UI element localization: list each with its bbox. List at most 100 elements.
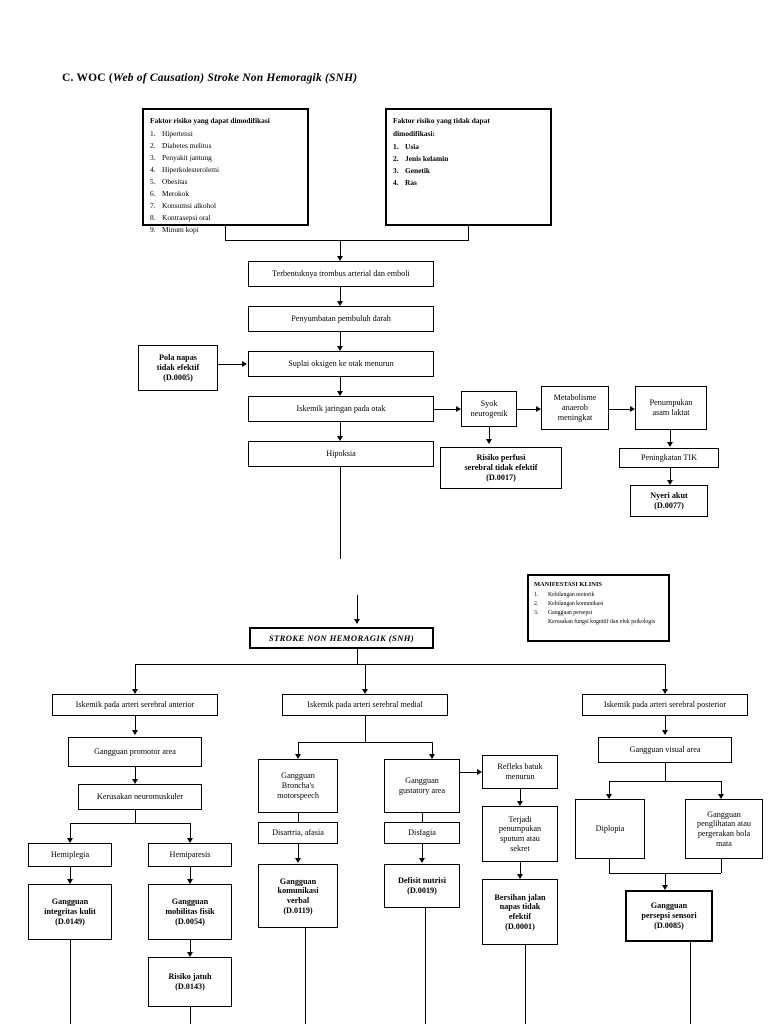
list-item: 2.Jenis kelamin (393, 153, 449, 163)
risk-item-label: Penyakit jantung (162, 152, 212, 162)
connector-line (357, 649, 358, 664)
arrow-head (295, 858, 301, 863)
list-item: 1.Hipertensi (150, 128, 193, 138)
pola-napas-line2: tidak efektif (156, 363, 200, 373)
box-bersihan-jalan-napas: Bersihan jalan napas tidak efektif (D.00… (482, 879, 558, 945)
connector-line (422, 844, 423, 860)
connector-line (670, 430, 671, 444)
box-iskemik-jaringan: Iskemik jaringan pada otak (248, 396, 434, 422)
list-item: 1.Kehilangan motorik (534, 591, 595, 598)
manifestasi-item-label: Kehilangan komunikasi (548, 600, 604, 607)
box-gangguan-penglihatan: Gangguan penglihatan atau pergerakan bol… (685, 799, 763, 859)
risiko-jatuh-line1: Risiko jatuh (168, 972, 212, 982)
box-suplai-oksigen: Suplai oksigen ke otak menurun (248, 351, 434, 377)
list-item: 7.Konsumsi alkohol (150, 200, 216, 210)
manifestasi-item-label: Kehilangan motorik (548, 591, 595, 598)
arrow-head (630, 406, 635, 412)
box-peningkatan-tik: Peningkatan TIK (619, 448, 719, 468)
box-gangguan-komunikasi-verbal: Gangguan komunikasi verbal (D.0119) (258, 864, 338, 928)
connector-line (70, 823, 71, 840)
arrow-head (662, 885, 668, 890)
arrow-head (187, 838, 193, 843)
box-disartria-afasia: Disartria, afasia (258, 822, 338, 844)
connector-line (609, 859, 610, 873)
manifestasi-header: MANIFESTASI KLINIS (534, 581, 602, 588)
box-iskemik-anterior: Iskemik pada arteri serebral anterior (52, 694, 218, 716)
risk-nonmodifiable-header-line1: Faktor risiko yang tidak dapat (393, 116, 490, 125)
box-hipoksia: Hipoksia (248, 441, 434, 467)
arrow-head (419, 858, 425, 863)
box-risk-modifiable: Faktor risiko yang dapat dimodifikasi 1.… (142, 108, 309, 234)
persepsi-sensori-line2: persepsi sensori (641, 911, 697, 921)
manifestasi-item-label: Gangguan persepsi (548, 609, 593, 616)
sputum-line2: penumpukan (498, 824, 542, 834)
connector-line (340, 240, 341, 258)
box-iskemik-medial: Iskemik pada arteri serebral medial (282, 694, 448, 716)
connector-line (190, 940, 191, 954)
nyeri-akut-line2: (D.0077) (654, 501, 684, 510)
arrow-head (606, 794, 612, 799)
connector-line (665, 873, 666, 887)
broncha-line1: Gangguan (281, 771, 315, 781)
list-item: 6.Merokok (150, 188, 190, 198)
connector-line (357, 595, 358, 621)
connector-line (135, 664, 665, 665)
arrow-head (517, 874, 523, 879)
komunikasi-verbal-line4: (D.0119) (283, 905, 313, 915)
connector-line (520, 789, 521, 803)
risk-item-label: Genetik (405, 165, 431, 175)
bersihan-line1: Bersihan jalan (494, 892, 546, 902)
connector-line (70, 940, 71, 1024)
list-item: 9.Minum kopi (150, 224, 199, 234)
list-item: 4.Hiperkolesterolemi (150, 164, 220, 174)
arrow-head (477, 769, 482, 775)
komunikasi-verbal-line1: Gangguan (279, 876, 317, 886)
list-item: 3.Penyakit jantung (150, 152, 212, 162)
connector-line (460, 772, 477, 773)
connector-line (525, 945, 526, 1024)
box-penumpukan-laktat: Penumpukan asam laktat (635, 386, 707, 430)
connector-line (365, 716, 366, 742)
box-iskemik-posterior: Iskemik pada arteri serebral posterior (582, 694, 748, 716)
manifestasi-item-label: Kerusakan fungsi kognitif dan efek psiko… (548, 618, 656, 625)
arrow-head (662, 730, 668, 735)
connector-line (365, 664, 366, 691)
arrow-head (486, 439, 492, 444)
risiko-perfusi-line2: serebral tidak efektif (464, 463, 538, 473)
box-kerusakan-neuromuskuler: Kerusakan neuromuskuler (78, 784, 202, 810)
connector-line (665, 664, 666, 691)
box-hemiplegia: Hemiplegia (28, 843, 112, 867)
sputum-line3: sputum atau (500, 834, 540, 843)
broncha-line3: motorspeech (277, 790, 319, 800)
box-penumpukan-sputum: Terjadi penumpukan sputum atau sekret (482, 806, 558, 862)
box-hemiparesis: Hemiparesis (148, 843, 232, 867)
box-refleks-batuk: Refleks batuk menurun (482, 755, 558, 789)
persepsi-sensori-line3: (D.0085) (654, 920, 684, 930)
list-item: 2.Kehilangan komunikasi (534, 600, 604, 607)
box-pola-napas: Pola napas tidak efektif (D.0005) (138, 345, 218, 391)
list-item: 1.Usia (393, 141, 419, 151)
refleks-batuk-line1: Refleks batuk (497, 762, 543, 772)
refleks-batuk-line2: menurun (505, 772, 535, 781)
connector-line (609, 781, 610, 796)
connector-line (298, 742, 299, 756)
box-trombus: Terbentuknya trombus arterial dan emboli (248, 261, 434, 287)
broncha-line2: Broncha's (281, 781, 315, 791)
risk-item-label: Hiperkolesterolemi (162, 164, 220, 174)
box-penyumbatan: Penyumbatan pembuluh darah (248, 306, 434, 332)
arrow-head (337, 301, 343, 306)
penglihatan-line1: Gangguan (707, 809, 741, 819)
arrow-head (242, 361, 247, 367)
list-item: 4.Kerusakan fungsi kognitif dan efek psi… (534, 618, 663, 627)
connector-line (665, 716, 666, 732)
arrow-head (362, 689, 368, 694)
syok-line1: Syok (480, 399, 498, 409)
box-risiko-perfusi: Risiko perfusi serebral tidak efektif (D… (440, 447, 562, 489)
arrow-head (337, 436, 343, 441)
pola-napas-line1: Pola napas (159, 353, 197, 363)
connector-line (298, 742, 432, 743)
connector-line (425, 908, 426, 1024)
connector-line (721, 859, 722, 873)
defisit-nutrisi-line2: (D.0019) (407, 886, 437, 895)
